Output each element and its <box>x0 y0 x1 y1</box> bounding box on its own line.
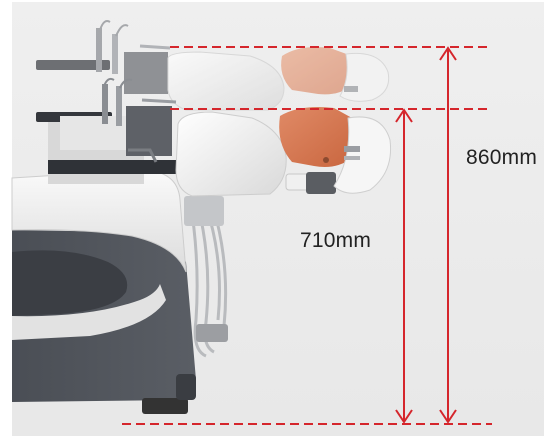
lower-instrument-arms <box>36 77 177 163</box>
chair-foot <box>142 398 188 414</box>
arrow-710 <box>395 108 413 424</box>
chair-body <box>11 118 228 414</box>
lower-backrest <box>175 111 287 197</box>
lower-position <box>36 77 392 197</box>
arrow-860 <box>439 46 457 424</box>
upper-position-ghost <box>36 20 390 111</box>
upper-instrument-arms <box>36 20 171 94</box>
chair-seat-surface <box>11 169 187 273</box>
upper-manikin-face <box>281 47 354 95</box>
chair-base-recess <box>12 250 128 316</box>
lower-manikin-cap <box>333 116 392 194</box>
lower-manikin-face <box>279 107 355 167</box>
chair-base-band <box>12 284 166 340</box>
height-710-label: 710mm <box>300 229 372 252</box>
dimension-lines <box>122 46 492 425</box>
upper-backrest <box>167 51 285 111</box>
upper-manikin-cap <box>339 52 390 102</box>
height-860-label: 860mm <box>466 146 538 169</box>
